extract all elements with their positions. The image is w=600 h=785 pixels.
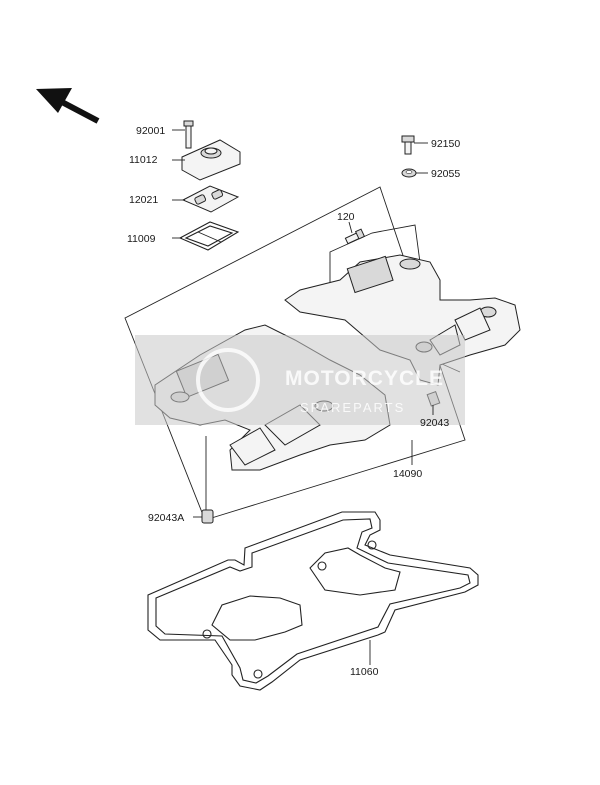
part-label-92043a: 92043A <box>148 512 184 524</box>
part-label-120: 120 <box>337 211 355 223</box>
part-label-14090: 14090 <box>393 468 422 480</box>
gasket-11009 <box>178 221 240 251</box>
leader-lines <box>172 129 434 665</box>
plate-12021 <box>181 185 240 213</box>
part-label-92001: 92001 <box>136 125 165 137</box>
watermark-title: MOTORCYCLE <box>285 367 444 390</box>
part-label-11060: 11060 <box>350 666 379 678</box>
watermark-subtitle: SPAREPARTS <box>300 400 405 415</box>
watermark: MOTORCYCLE SPAREPARTS <box>135 335 465 425</box>
dowel-pin-92043a <box>201 509 214 524</box>
bolt-120 <box>344 228 366 245</box>
bolt-92001 <box>183 120 194 149</box>
part-label-12021: 12021 <box>129 194 158 206</box>
part-label-92043: 92043 <box>420 417 449 429</box>
cap-11012 <box>181 139 241 181</box>
assembly-box-main <box>124 186 466 521</box>
part-label-11009: 11009 <box>127 233 156 245</box>
part-label-11012: 11012 <box>129 154 158 166</box>
part-label-92150: 92150 <box>431 138 460 150</box>
washer-92055 <box>401 168 417 178</box>
direction-arrow-icon <box>36 88 100 124</box>
bolt-92150 <box>401 135 415 155</box>
part-label-92055: 92055 <box>431 168 460 180</box>
gasket-11060 <box>147 511 479 691</box>
